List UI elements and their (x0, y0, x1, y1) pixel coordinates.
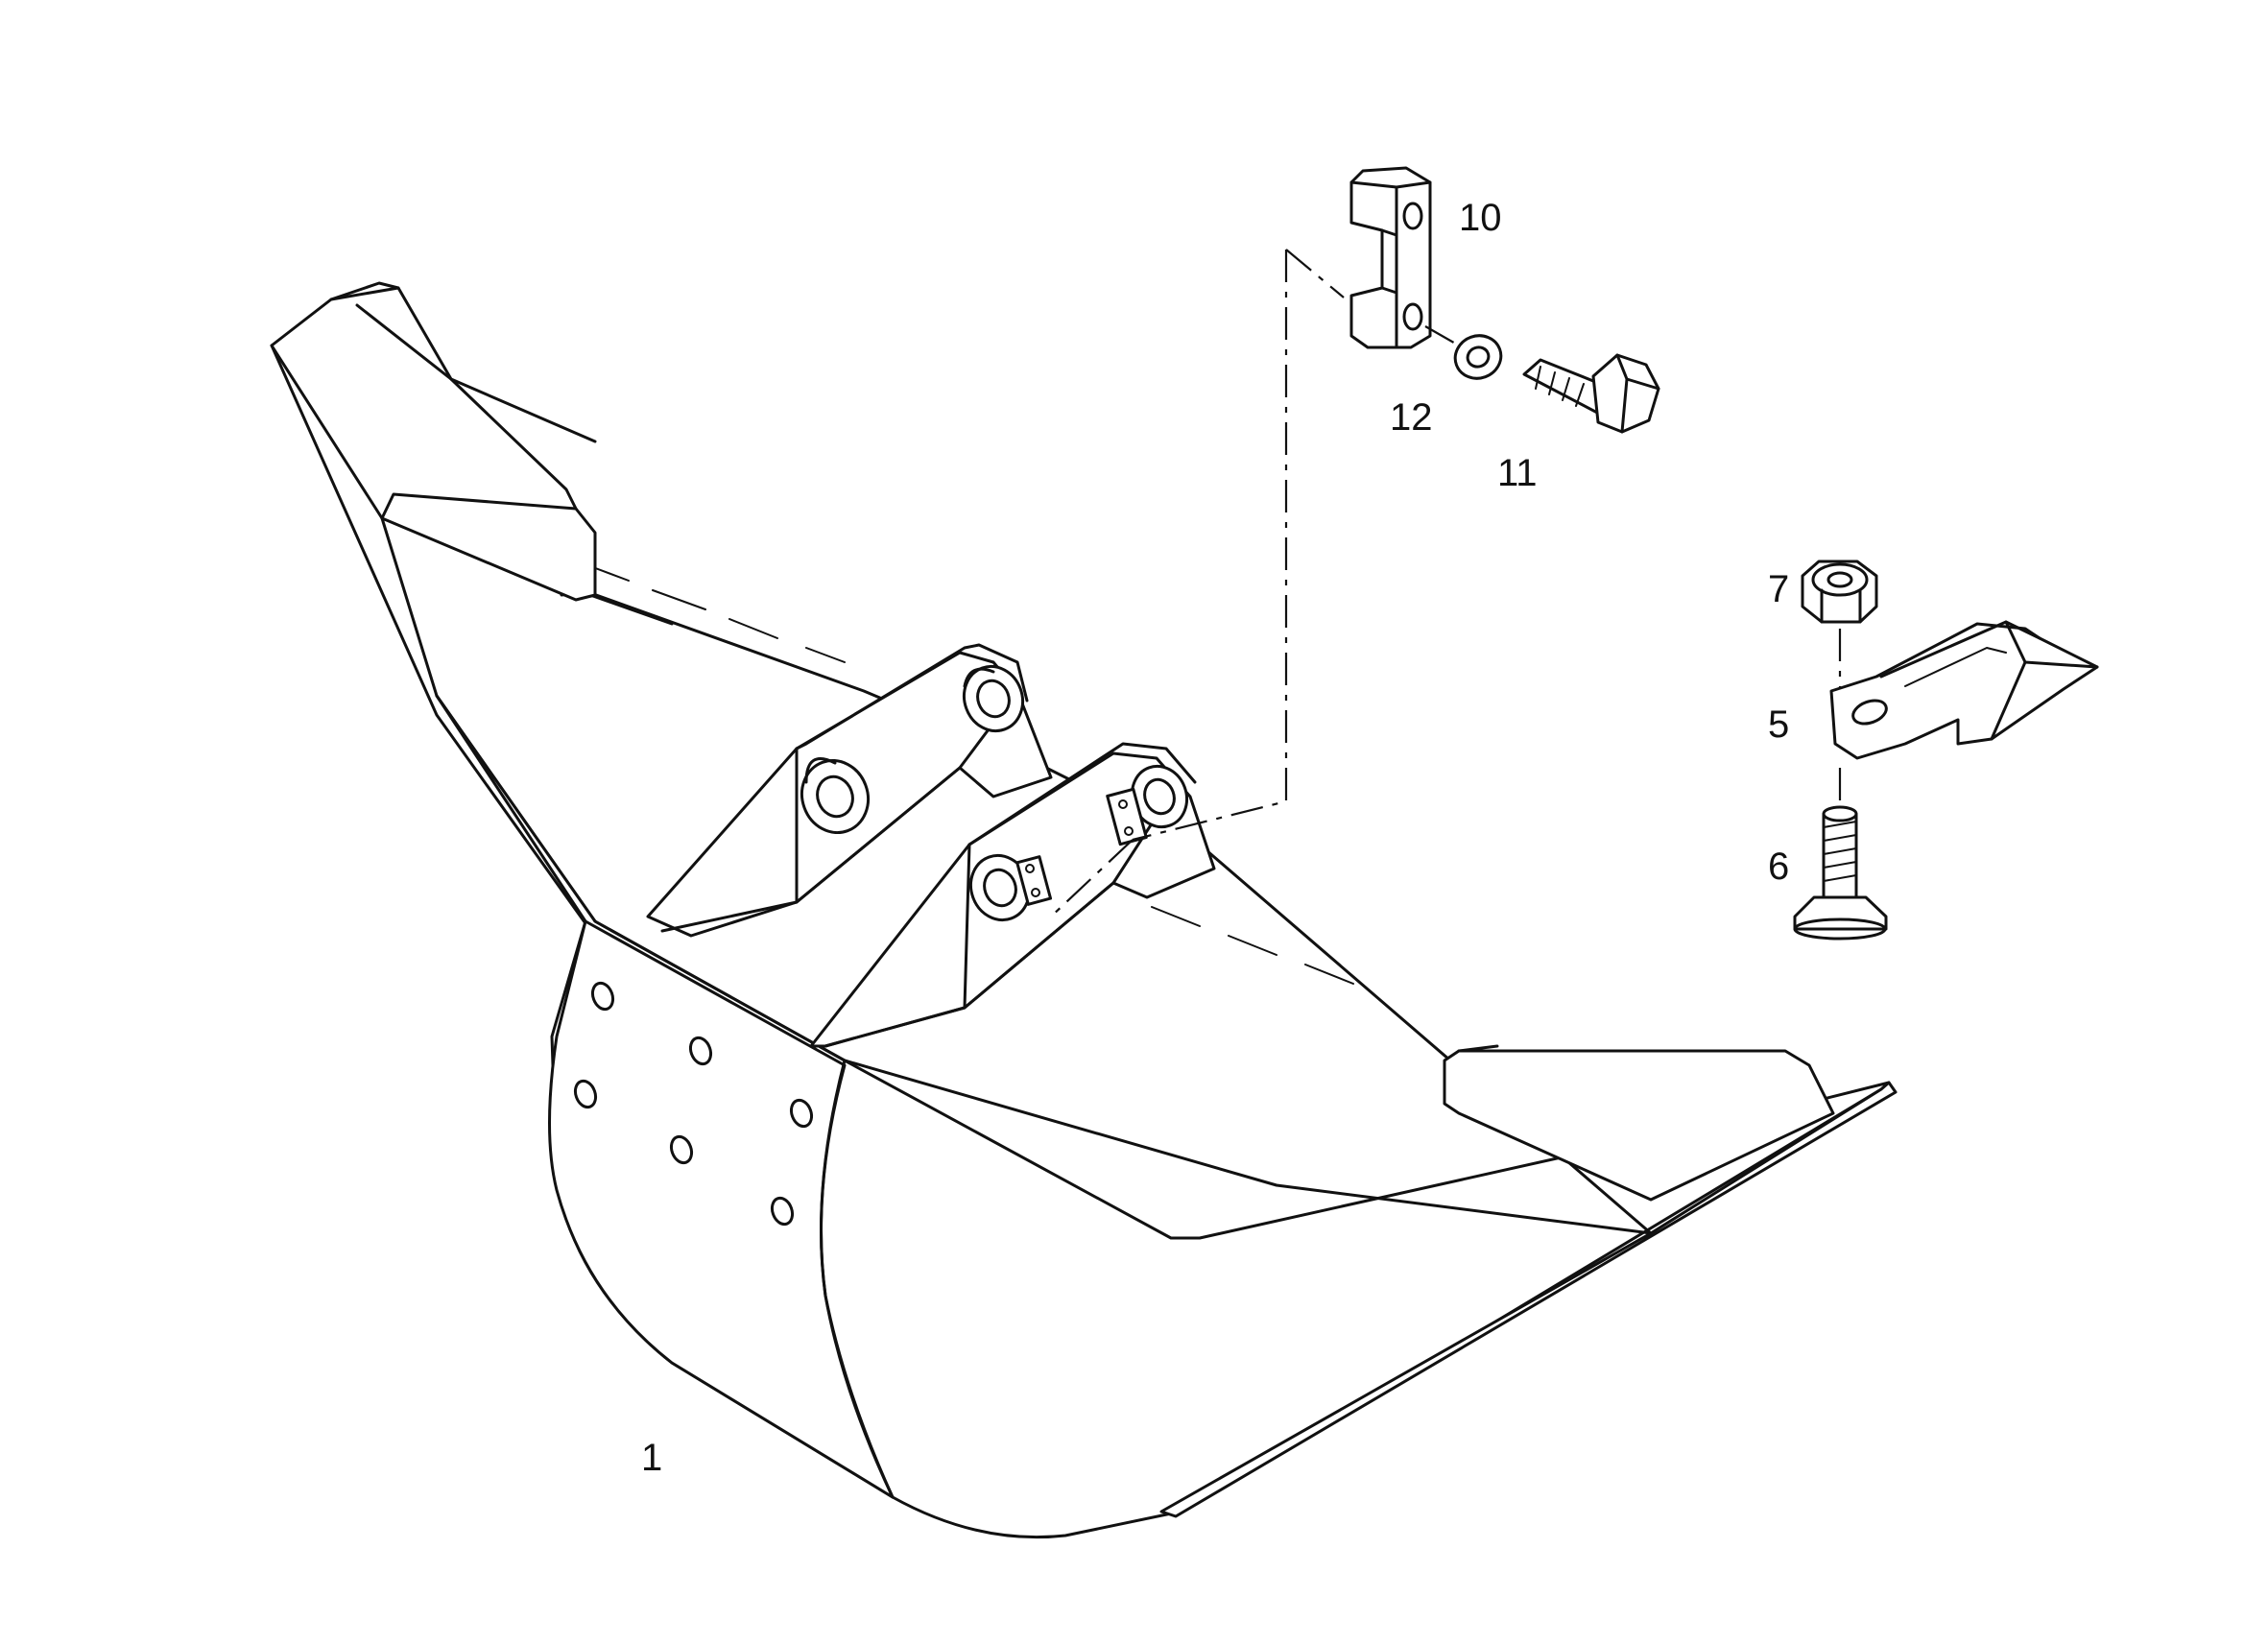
label-part-7: 7 (1768, 568, 1789, 610)
side-plate-holes (573, 981, 814, 1227)
washer-drawing (1453, 334, 1503, 380)
label-part-12: 12 (1390, 396, 1433, 439)
tooth-drawing (1829, 620, 2099, 806)
label-part-10: 10 (1459, 197, 1502, 239)
hex-bolt-drawing (1522, 353, 1660, 434)
callout-labels: 1 5 6 7 10 11 12 (641, 197, 1789, 1479)
label-part-1: 1 (641, 1437, 662, 1479)
label-part-11: 11 (1497, 452, 1538, 494)
label-part-6: 6 (1768, 846, 1789, 888)
tooth-nut-drawing (1801, 560, 1878, 729)
label-part-5: 5 (1768, 703, 1789, 746)
clamp-block-drawing (1349, 166, 1460, 349)
bucket-drawing (270, 249, 1898, 1539)
tooth-bolt-drawing (1793, 805, 1888, 941)
